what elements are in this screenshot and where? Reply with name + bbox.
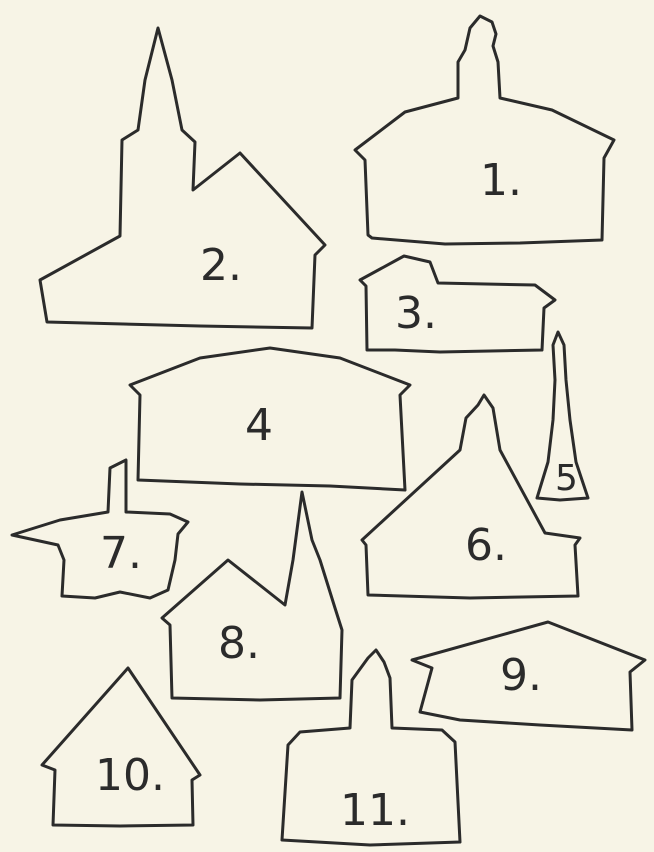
shape-label-10: 10.: [95, 750, 165, 801]
church-outline-3: 3.: [360, 256, 555, 352]
shape-label-6: 6.: [465, 520, 507, 571]
church-outline-4: 4: [130, 348, 410, 490]
shape-label-2: 2.: [200, 240, 242, 291]
shape-label-5: 5: [555, 458, 578, 499]
shape-label-3: 3.: [395, 288, 437, 339]
shape-label-4: 4: [245, 400, 273, 451]
shape-label-11: 11.: [340, 785, 410, 836]
shape-label-9: 9.: [500, 650, 542, 701]
church-outline-8: 8.: [162, 492, 342, 700]
church-outline-11: 11.: [282, 650, 460, 845]
shape-label-7: 7.: [100, 528, 142, 579]
church-outline-9: 9.: [412, 622, 645, 730]
church-outline-1: 1.: [355, 16, 614, 244]
church-outline-2: 2.: [40, 28, 325, 328]
shape-label-8: 8.: [218, 618, 260, 669]
shape-label-1: 1.: [480, 155, 522, 206]
church-outline-6: 6.: [362, 395, 580, 598]
church-outline-10: 10.: [42, 668, 200, 826]
church-outline-5: 5: [537, 332, 588, 500]
